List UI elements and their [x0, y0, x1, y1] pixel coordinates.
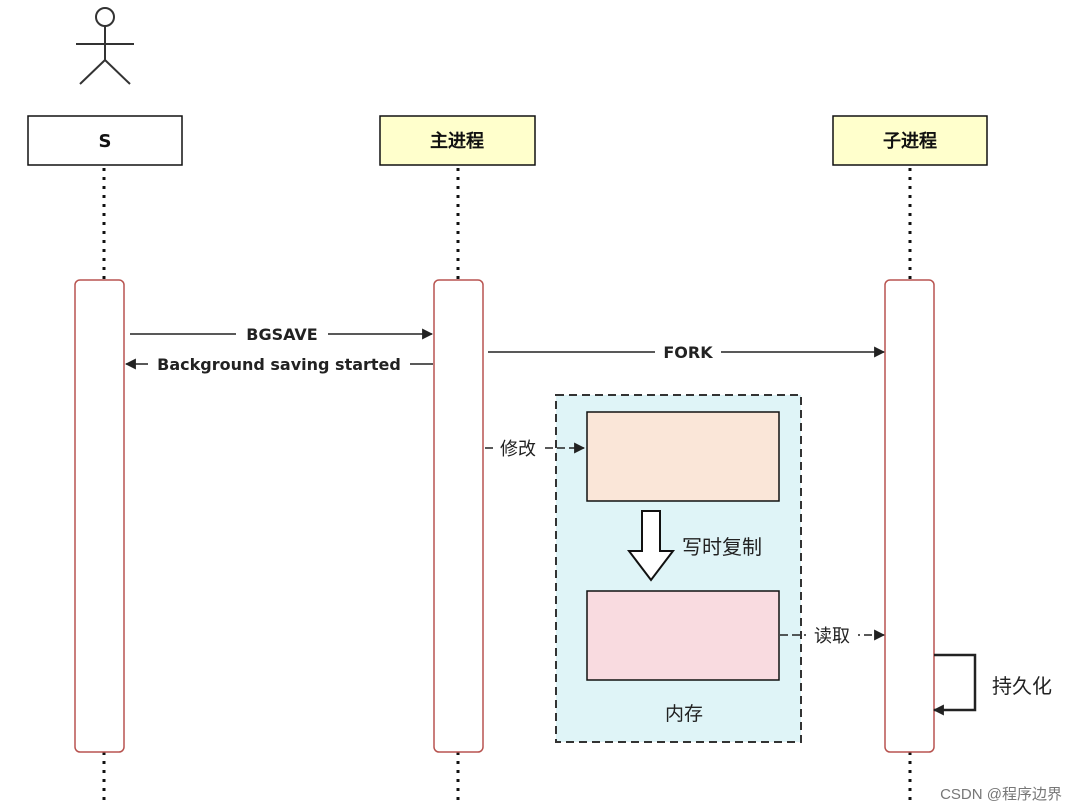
message-persist-label: 持久化: [992, 674, 1052, 698]
message-fork-label: FORK: [663, 343, 713, 362]
participant-s: S: [27, 115, 183, 166]
down-arrow-icon: [626, 510, 676, 582]
message-read: 读取: [780, 623, 886, 647]
participant-child-process: 子进程: [832, 115, 988, 166]
copy-on-write-arrow: 写时复制: [626, 510, 762, 582]
message-persist: 持久化: [932, 653, 1052, 716]
memory-container: 内存: [555, 394, 802, 743]
copy-on-write-label: 写时复制: [682, 535, 762, 559]
message-bg-saving-started-label: Background saving started: [157, 355, 401, 374]
watermark: CSDN @程序边界: [940, 786, 1062, 803]
memory-page-original: [586, 411, 780, 502]
activation-main-process: [433, 279, 484, 753]
message-bgsave: BGSAVE: [130, 324, 434, 344]
lifelines: [102, 168, 912, 800]
message-bgsave-label: BGSAVE: [246, 325, 317, 344]
participant-main-process-label: 主进程: [430, 130, 484, 152]
memory-label: 内存: [665, 703, 703, 725]
message-bg-saving-started: Background saving started: [124, 354, 433, 374]
memory-page-copy: [586, 590, 780, 681]
participant-main-process: 主进程: [379, 115, 536, 166]
message-modify-label: 修改: [500, 439, 536, 460]
message-modify: 修改: [485, 436, 586, 460]
participant-s-label: S: [99, 131, 112, 152]
message-fork: FORK: [488, 342, 886, 362]
actor-icon: [76, 7, 134, 85]
participant-child-process-label: 子进程: [883, 131, 937, 152]
activation-s: [74, 279, 125, 753]
message-read-label: 读取: [814, 626, 850, 647]
activation-child-process: [884, 279, 935, 753]
